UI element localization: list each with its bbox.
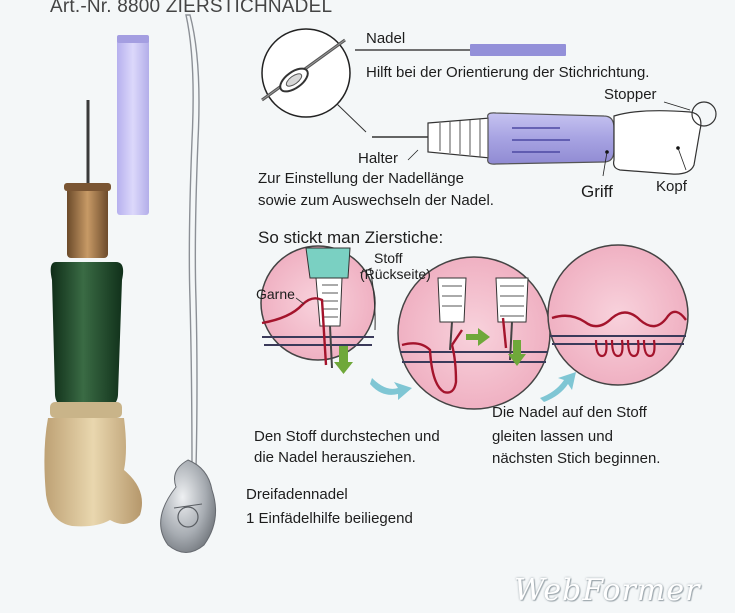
watermark: WebFormer (514, 573, 701, 608)
arrow-step1-to-2 (370, 378, 412, 400)
head-drawing (613, 110, 702, 175)
label-stopper: Stopper (604, 86, 657, 103)
label-griff: Griff (581, 182, 613, 201)
tool-holder (67, 186, 108, 258)
step2-circle (397, 256, 551, 410)
tool-cap (117, 35, 149, 215)
threader-tool (160, 14, 217, 553)
tool-head (44, 418, 142, 527)
accessory-line1: Dreifadennadel (246, 486, 348, 503)
label-halter-note-2: sowie zum Auswechseln der Nadel. (258, 192, 494, 209)
label-kopf: Kopf (656, 178, 687, 195)
page-title: Art.-Nr. 8800 ZIERSTICHNADEL (50, 0, 333, 17)
label-nadel: Nadel (366, 30, 406, 47)
label-stoff: Stoff (374, 250, 403, 266)
step2-text-line1: Die Nadel auf den Stoff (492, 404, 647, 421)
tool-handle (50, 262, 124, 412)
label-garne: Garne (256, 286, 295, 302)
arrow-step2-to-3 (540, 372, 576, 402)
step1-text-line1: Den Stoff durchstechen und (254, 428, 440, 445)
label-halter: Halter (358, 150, 399, 167)
step2-text-line3: nächsten Stich beginnen. (492, 450, 661, 467)
step1-circle (260, 245, 376, 374)
step2-text-line2: gleiten lassen und (492, 428, 613, 445)
label-halter-note-1: Zur Einstellung der Nadellänge (258, 170, 464, 187)
accessory-line2: 1 Einfädelhilfe beiliegend (246, 510, 413, 527)
needle-detail-diagram (261, 28, 717, 177)
grip-drawing (487, 112, 615, 165)
needle-tool-photo (44, 100, 142, 527)
step3-circle (547, 244, 689, 386)
label-rueckseite: (Rückseite) (360, 266, 431, 282)
stitch-steps-diagram (260, 244, 689, 410)
how-to-heading: So stickt man Zierstiche: (258, 228, 444, 247)
step1-text-line2: die Nadel herausziehen. (254, 449, 416, 466)
label-nadel-note: Hilft bei der Orientierung der Stichrich… (366, 64, 650, 81)
